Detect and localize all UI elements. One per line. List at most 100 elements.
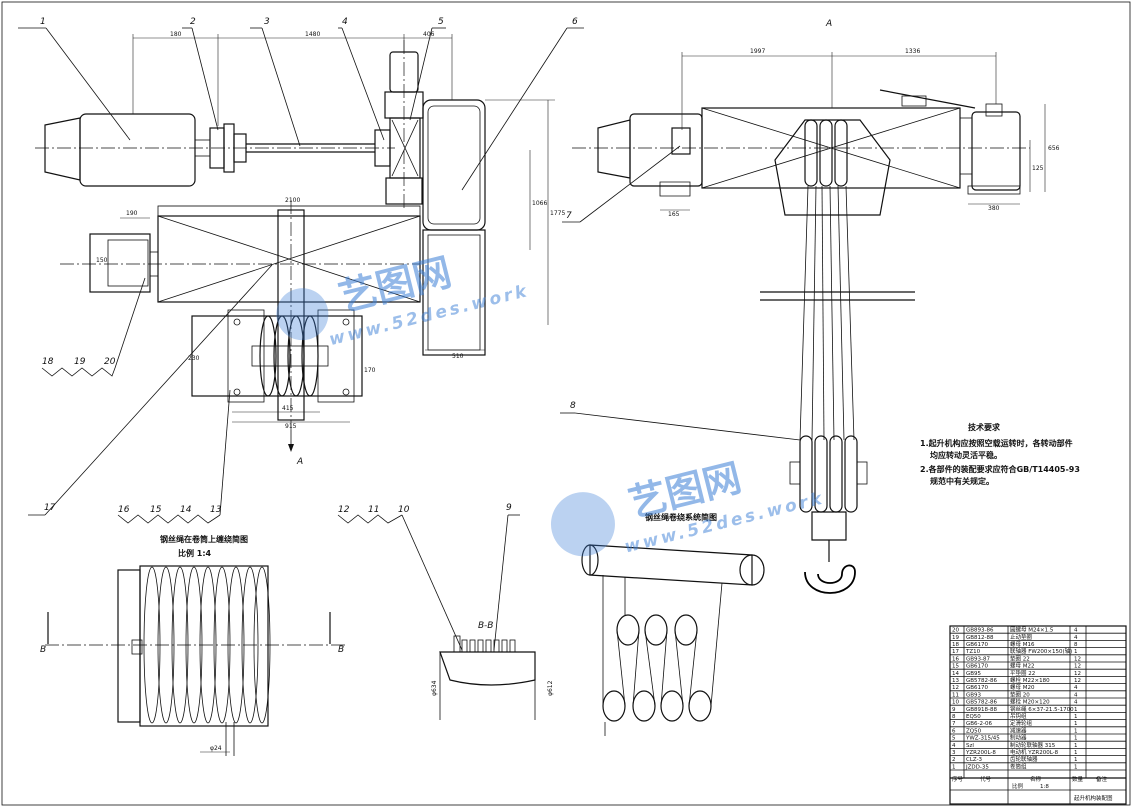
scale-label: 比例 xyxy=(1012,782,1024,790)
header-qty: 数量 xyxy=(1072,775,1084,783)
parts-cell-no: 3 xyxy=(952,750,956,756)
parts-cell-code: GB5782-86 xyxy=(966,700,998,706)
parts-cell-code: GB6170 xyxy=(966,642,989,648)
part-label-18: 18 xyxy=(42,357,54,367)
parts-cell-code: GB93 xyxy=(966,692,982,698)
parts-cell-name: 定滑轮组 xyxy=(1010,719,1033,727)
section-b-left: B xyxy=(40,645,46,655)
dim-phi634: φ634 xyxy=(431,680,438,696)
parts-cell-qty: 4 xyxy=(1074,628,1078,634)
part-label-13: 13 xyxy=(210,505,222,515)
parts-cell-qty: 1 xyxy=(1074,728,1078,734)
parts-cell-code: GB8918-88 xyxy=(966,707,998,713)
detail-title: 钢丝绳在卷筒上缠绕简图 xyxy=(160,534,248,544)
dim-656: 656 xyxy=(1048,145,1060,152)
parts-cell-qty: 4 xyxy=(1074,692,1078,698)
part-label-5: 5 xyxy=(438,17,444,27)
parts-cell-name: 减速器 xyxy=(1010,726,1027,734)
parts-cell-name: 齿轮联轴器 xyxy=(1010,755,1038,763)
parts-cell-name: 联轴器 FW200×150(轴) xyxy=(1010,647,1072,655)
part-label-20: 20 xyxy=(104,357,116,367)
parts-cell-code: GB6-2-06 xyxy=(966,721,993,727)
parts-cell-name: 圆螺母 M24×1.5 xyxy=(1010,626,1054,634)
parts-cell-code: GB95 xyxy=(966,671,982,677)
parts-cell-qty: 1 xyxy=(1074,764,1078,770)
fixed-pulley-frame xyxy=(774,119,891,216)
parts-cell-name: 卷筒组 xyxy=(1010,762,1027,770)
view-a-title: A xyxy=(825,19,832,29)
parts-cell-qty: 4 xyxy=(1074,685,1078,691)
parts-cell-no: 15 xyxy=(952,664,959,670)
pulley-sheaves xyxy=(251,315,329,397)
section-bb-title: B-B xyxy=(478,621,493,631)
hook-block xyxy=(789,435,868,594)
parts-cell-qty: 1 xyxy=(1074,721,1078,727)
part-label-8: 8 xyxy=(570,401,576,411)
parts-cell-no: 14 xyxy=(952,671,959,677)
header-no: 序号 xyxy=(952,775,964,783)
parts-cell-name: 止动垫圈 xyxy=(1010,633,1033,641)
watermark-globe-icon xyxy=(276,288,329,341)
parts-cell-name: 钢丝绳 6×37-21.5-1700 xyxy=(1010,705,1074,713)
parts-cell-no: 19 xyxy=(952,635,959,641)
watermark-upper: 艺图网 www.52des.work xyxy=(276,250,531,350)
part-label-10: 10 xyxy=(398,505,410,515)
part-label-2: 2 xyxy=(190,17,196,27)
part-label-16: 16 xyxy=(118,505,130,515)
parts-cell-no: 18 xyxy=(952,642,959,648)
part-label-15: 15 xyxy=(150,505,162,515)
dim-1336: 1336 xyxy=(905,48,920,55)
parts-cell-code: YZR200L-8 xyxy=(965,750,996,756)
section-bb: B-B φ634 φ612 xyxy=(431,621,554,720)
parts-cell-code: GB893-86 xyxy=(966,628,994,634)
parts-cell-name: 垫圈 20 xyxy=(1010,690,1030,698)
plan-view: 180 1480 406 1066 1775 xyxy=(35,31,565,356)
dim-380: 380 xyxy=(988,205,1000,212)
parts-cell-no: 5 xyxy=(952,736,956,742)
dim-230: 230 xyxy=(188,355,200,362)
tech-line-2: 均应转动灵活平稳。 xyxy=(930,450,1002,460)
dim-180: 180 xyxy=(170,31,182,38)
watermark-lower: 艺图网 www.52des.work xyxy=(550,455,827,557)
parts-cell-no: 4 xyxy=(952,743,956,749)
dim-915: 915 xyxy=(285,423,297,430)
part-numbers: 1 2 3 4 5 6 7 8 9 10 11 12 13 14 15 16 1… xyxy=(40,17,578,515)
parts-cell-code: TZ10 xyxy=(965,649,981,655)
parts-cell-code: GB6170 xyxy=(966,685,989,691)
dim-510: 510 xyxy=(452,353,464,360)
part-label-9: 9 xyxy=(506,503,512,513)
parts-cell-no: 8 xyxy=(952,714,956,720)
part-label-12: 12 xyxy=(338,505,350,515)
parts-cell-name: 垫圈 22 xyxy=(1010,654,1030,662)
tech-line-1: 1.起升机构应按照空载运转时，各转动部件 xyxy=(920,438,1073,448)
hook xyxy=(804,564,856,594)
parts-cell-no: 17 xyxy=(952,649,959,655)
header-name: 名称 xyxy=(1030,775,1042,783)
dim-165: 165 xyxy=(668,211,680,218)
parts-cell-no: 20 xyxy=(952,628,959,634)
dim-150: 150 xyxy=(96,257,108,264)
header-code: 代号 xyxy=(980,775,992,783)
parts-cell-name: 螺栓 M20×120 xyxy=(1010,698,1050,706)
parts-cell-name: 螺母 M20 xyxy=(1010,683,1035,691)
parts-cell-qty: 1 xyxy=(1074,736,1078,742)
parts-cell-no: 7 xyxy=(952,721,956,727)
parts-cell-name: 螺栓 M22×180 xyxy=(1010,676,1050,684)
parts-cell-qty: 1 xyxy=(1074,649,1078,655)
parts-cell-code: JZDD-35 xyxy=(965,764,989,770)
clamp-bolts xyxy=(461,639,516,653)
parts-cell-qty: 12 xyxy=(1074,656,1081,662)
motor-end-cap xyxy=(44,117,81,181)
drum-plan-view: 190 2100 415 915 510 230 170 150 A xyxy=(60,197,485,467)
part-label-14: 14 xyxy=(180,505,192,515)
leader-lines xyxy=(18,27,801,651)
reeving-sheaves-top xyxy=(616,614,698,646)
part-label-4: 4 xyxy=(342,17,348,27)
part-label-7: 7 xyxy=(566,211,572,221)
dim-125: 125 xyxy=(1032,165,1044,172)
parts-cell-code: YWZ-315/45 xyxy=(965,736,1000,742)
rope-winding-detail: 钢丝绳在卷筒上缠绕简图 比例 1:4 B B φ24 xyxy=(40,534,345,756)
part-label-1: 1 xyxy=(40,17,46,27)
